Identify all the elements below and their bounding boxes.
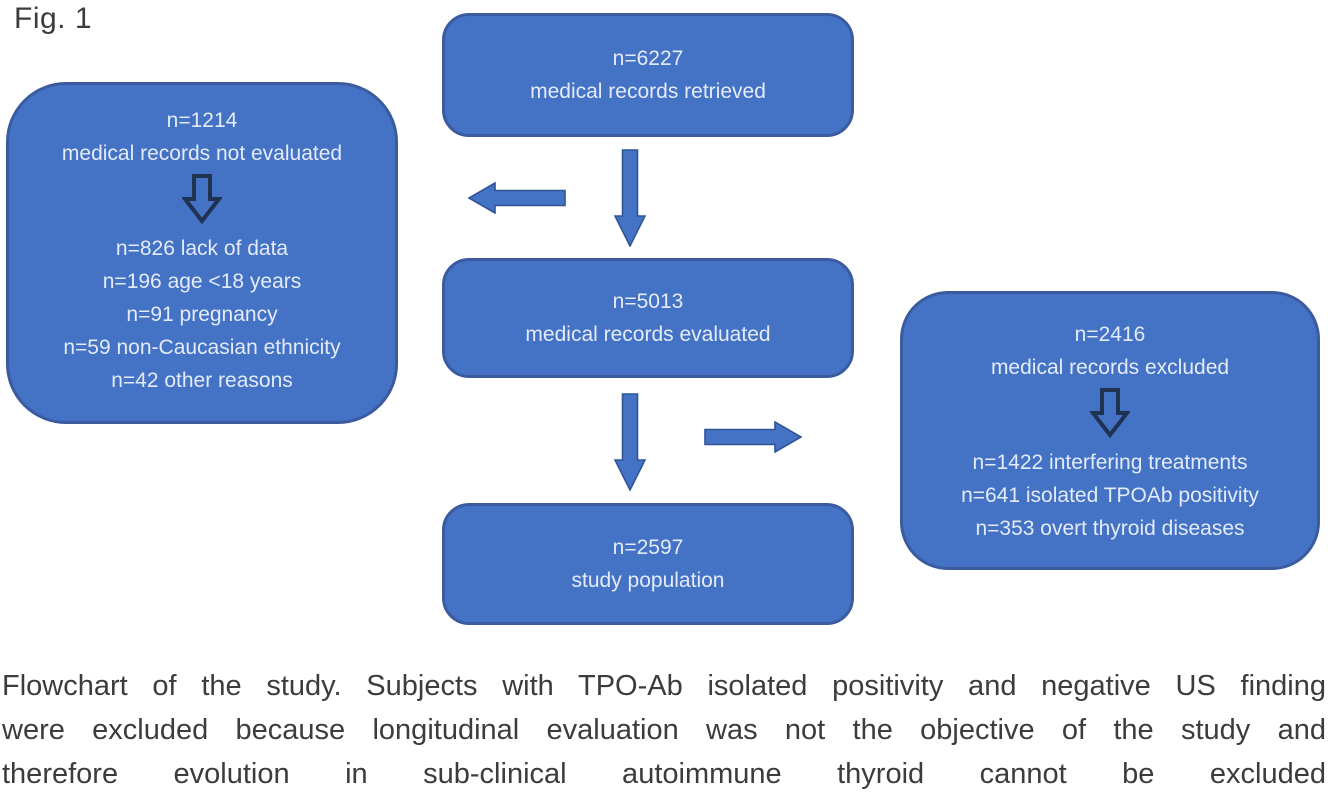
box-count: n=2416 <box>1074 323 1146 346</box>
detail-line: n=1422 interfering treatments <box>972 451 1248 474</box>
caption-line: were excluded because longitudinal evalu… <box>2 714 1326 746</box>
right-arrow-icon <box>704 421 802 453</box>
box-title: medical records not evaluated <box>61 142 343 165</box>
detail-line: n=59 non-Caucasian ethnicity <box>63 336 341 359</box>
box-title: study population <box>571 569 725 592</box>
box-records-retrieved: n=6227 medical records retrieved <box>442 13 854 137</box>
box-count: n=5013 <box>612 290 684 313</box>
box-study-population: n=2597 study population <box>442 503 854 625</box>
left-arrow-icon <box>468 182 566 214</box>
down-arrow-icon <box>614 393 646 491</box>
box-records-excluded: n=2416 medical records excluded n=1422 i… <box>900 291 1320 570</box>
down-arrow-icon <box>614 149 646 247</box>
figure-label: Fig. 1 <box>14 2 93 35</box>
box-count: n=1214 <box>166 109 238 132</box>
figure-caption: Flowchart of the study. Subjects with TP… <box>2 664 1326 796</box>
box-records-not-evaluated: n=1214 medical records not evaluated n=8… <box>6 82 398 424</box>
box-title: medical records evaluated <box>525 323 771 346</box>
hollow-down-arrow-icon <box>182 174 222 224</box>
detail-line: n=353 overt thyroid diseases <box>975 517 1245 540</box>
caption-line: therefore evolution in sub-clinical auto… <box>2 758 1326 790</box>
caption-line: Flowchart of the study. Subjects with TP… <box>2 670 1326 702</box>
hollow-down-arrow-icon <box>1090 388 1130 438</box>
box-title: medical records retrieved <box>530 80 766 103</box>
detail-line: n=196 age <18 years <box>102 270 302 293</box>
box-count: n=2597 <box>612 536 684 559</box>
detail-line: n=42 other reasons <box>111 369 293 392</box>
detail-line: n=641 isolated TPOAb positivity <box>961 484 1259 507</box>
box-records-evaluated: n=5013 medical records evaluated <box>442 258 854 378</box>
box-title: medical records excluded <box>990 356 1230 379</box>
box-count: n=6227 <box>612 47 684 70</box>
detail-line: n=91 pregnancy <box>126 303 278 326</box>
detail-line: n=826 lack of data <box>115 237 289 260</box>
